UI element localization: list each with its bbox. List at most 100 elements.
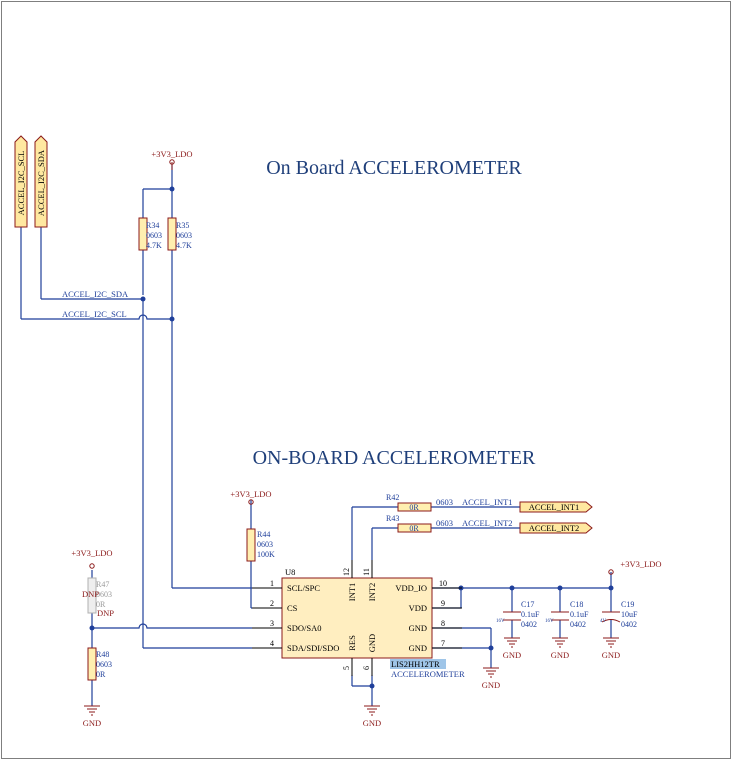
r44-val: 100K (257, 550, 275, 559)
pin-name-4: SDA/SDI/SDO (287, 643, 339, 653)
r35-pkg: 0603 (176, 231, 192, 240)
r48-val: 0R (96, 670, 106, 679)
pin-name-8: GND (409, 623, 427, 633)
pin-name-12: INT1 (347, 583, 357, 601)
pin-name-9: VDD (409, 603, 427, 613)
power-3v3-r44: +3V3_LDO (230, 489, 272, 505)
net-label-int2: ACCEL_INT2 (462, 518, 513, 528)
pin-name-10: VDD_IO (395, 583, 427, 593)
power-3v3-top: +3V3_LDO (151, 149, 193, 170)
pin-name-1: SCL/SPC (287, 583, 320, 593)
pin-name-6: GND (367, 634, 377, 652)
ground-left: GND (83, 705, 101, 728)
pin-num-11: 11 (362, 568, 371, 576)
pin-num-7: 7 (441, 639, 445, 648)
pin-num-1: 1 (270, 579, 274, 588)
ic-u8[interactable]: U8 LIS2HH12TR ACCELEROMETER 1 2 3 4 SCL/… (252, 560, 465, 679)
pin-num-3: 3 (270, 619, 274, 628)
pin-name-3: SDO/SA0 (287, 623, 321, 633)
r42-val: 0R (409, 503, 419, 512)
pin-num-2: 2 (270, 599, 274, 608)
resistor-r34[interactable]: R34 0603 4.7K (138, 217, 162, 251)
ground-label-c19: GND (602, 650, 620, 660)
c17-val: 0.1uF (521, 610, 540, 619)
port-accel-int1[interactable]: ACCEL_INT1 (519, 501, 593, 513)
r47-ref: R47 (96, 580, 109, 589)
resistor-r47-dnp[interactable]: R47 0603 0R DNP (82, 577, 112, 614)
c17-volt: 16V (496, 619, 505, 624)
power-label-r44: +3V3_LDO (230, 489, 271, 499)
c18-ref: C18 (570, 600, 583, 609)
title-mid: ON-BOARD ACCELEROMETER (253, 447, 536, 469)
c19-val: 10uF (621, 610, 638, 619)
ground-label-c18: GND (551, 650, 569, 660)
r47-val: 0R (96, 600, 106, 609)
power-label-right: +3V3_LDO (620, 559, 661, 569)
capacitor-c19[interactable]: C19 10uF 0402 4V (600, 600, 638, 629)
net-label-int1: ACCEL_INT1 (462, 497, 513, 507)
resistor-r42[interactable]: R42 0R (386, 493, 432, 512)
ground-mid: GND (482, 667, 500, 690)
c18-pkg: 0402 (570, 620, 586, 629)
c18-val: 0.1uF (570, 610, 589, 619)
r48-pkg: 0603 (96, 660, 112, 669)
r48-ref: R48 (96, 650, 109, 659)
r47-pkg: 0603 (96, 590, 112, 599)
net-label-pkg-int2: 0603 (436, 518, 453, 528)
net-label-dnp: DNP (97, 608, 114, 618)
r44-pkg: 0603 (257, 540, 273, 549)
ic-part-highlight (390, 659, 446, 669)
power-label-left: +3V3_LDO (71, 548, 112, 558)
ic-part: LIS2HH12TR (391, 659, 440, 669)
title-top: On Board ACCELEROMETER (266, 157, 522, 179)
pin-num-4: 4 (270, 639, 274, 648)
resistor-r43[interactable]: R43 0R (386, 514, 432, 533)
ground-c19: GND (602, 637, 620, 660)
power-3v3-right: +3V3_LDO (608, 559, 662, 575)
port-label-int2: ACCEL_INT2 (529, 523, 580, 533)
port-label-scl: ACCEL_I2C_SCL (16, 151, 26, 216)
ic-desc: ACCELEROMETER (391, 669, 465, 679)
ic-ref: U8 (285, 567, 295, 577)
pin-name-7: GND (409, 643, 427, 653)
r42-ref: R42 (386, 493, 399, 502)
r34-val: 4.7K (146, 241, 162, 250)
pin-num-12: 12 (342, 568, 351, 576)
port-label-sda: ACCEL_I2C_SDA (36, 149, 46, 216)
resistor-r48[interactable]: R48 0603 0R (87, 647, 112, 681)
c17-pkg: 0402 (521, 620, 537, 629)
pin-num-8: 8 (441, 619, 445, 628)
capacitor-c17[interactable]: C17 0.1uF 0402 16V (496, 600, 540, 629)
r43-val: 0R (409, 524, 419, 533)
power-3v3-left: +3V3_LDO (71, 548, 113, 569)
pin-num-6: 6 (362, 666, 371, 670)
net-label-scl: ACCEL_I2C_SCL (62, 309, 127, 319)
ground-c18: GND (551, 637, 569, 660)
capacitor-c18[interactable]: C18 0.1uF 0402 16V (545, 600, 589, 629)
pin-num-9: 9 (441, 599, 445, 608)
resistor-r35[interactable]: R35 0603 4.7K (167, 217, 192, 251)
c18-volt: 16V (545, 619, 554, 624)
r34-ref: R34 (146, 221, 159, 230)
port-label-int1: ACCEL_INT1 (529, 502, 580, 512)
resistor-r44[interactable]: R44 0603 100K (246, 528, 275, 562)
junctions (89, 186, 614, 689)
r44-ref: R44 (257, 530, 270, 539)
port-accel-int2[interactable]: ACCEL_INT2 (519, 522, 593, 534)
c19-pkg: 0402 (621, 620, 637, 629)
r35-val: 4.7K (176, 241, 192, 250)
port-accel-i2c-sda[interactable]: ACCEL_I2C_SDA (34, 135, 48, 228)
ground-label-mid: GND (482, 680, 500, 690)
c19-volt: 4V (600, 619, 607, 624)
pin-name-5: RES (347, 635, 357, 651)
pin-num-5: 5 (342, 666, 351, 670)
port-accel-i2c-scl[interactable]: ACCEL_I2C_SCL (14, 135, 28, 228)
ground-u8: GND (363, 705, 381, 728)
ground-c17: GND (503, 637, 521, 660)
r47-dnp-flag: DNP (82, 589, 99, 599)
pin-name-11: INT2 (367, 583, 377, 601)
ground-label-u8: GND (363, 718, 381, 728)
